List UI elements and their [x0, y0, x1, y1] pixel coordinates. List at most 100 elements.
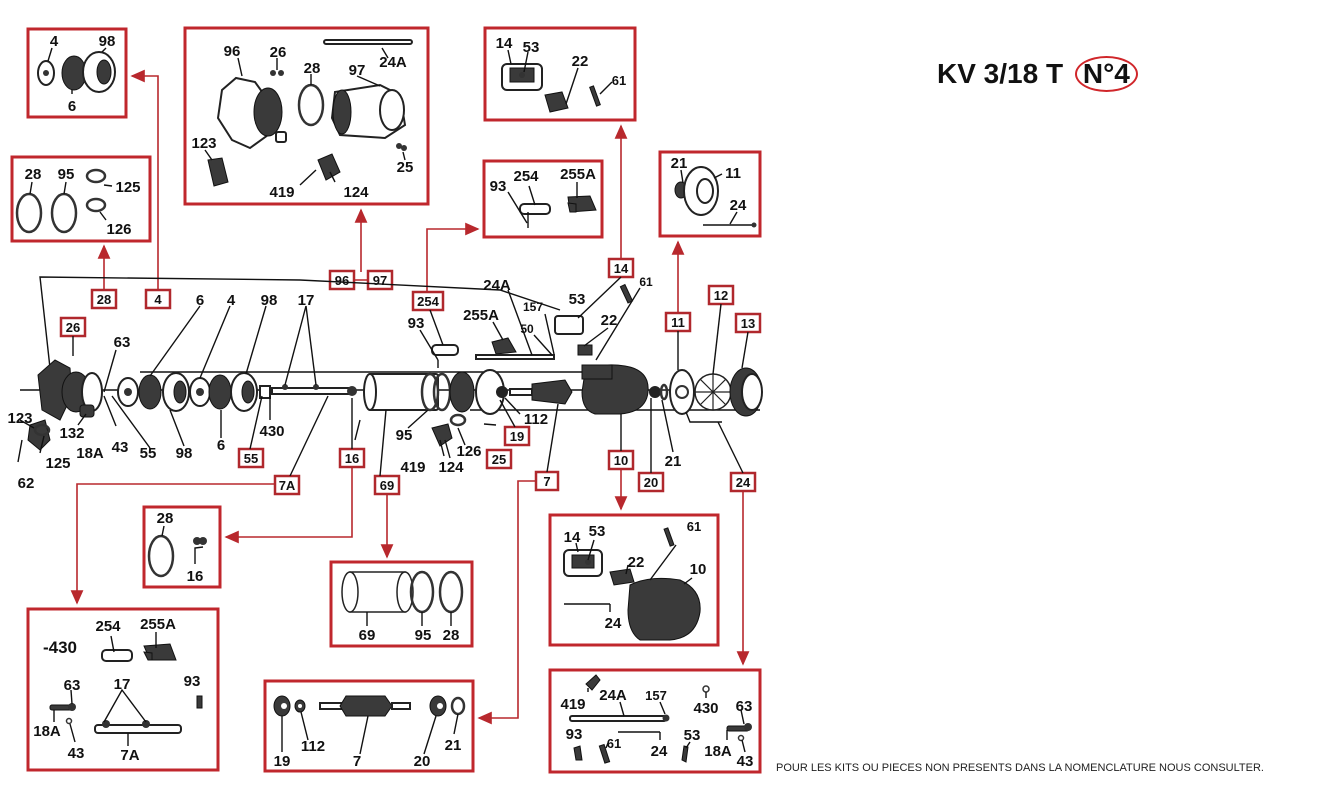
main-assembly: 6 4 98 17 63 123 132 18A 43 55 98 6 430 …	[7, 275, 763, 492]
kit-box-14[interactable]	[483, 26, 637, 122]
label-main-6b: 6	[217, 437, 225, 454]
tag-12[interactable]: 12	[707, 284, 735, 306]
svg-text:19: 19	[510, 429, 524, 444]
label-k24-43: 43	[737, 753, 754, 770]
label-k24-24A: 24A	[599, 687, 627, 704]
svg-text:12: 12	[714, 288, 728, 303]
label-k28-125: 125	[115, 179, 140, 196]
label-k24-61: 61	[607, 736, 621, 751]
svg-text:55: 55	[244, 451, 258, 466]
label-k7a-17: 17	[114, 676, 131, 693]
label-main-50: 50	[520, 322, 534, 336]
impeller-6-part-b	[208, 374, 232, 410]
tag-19[interactable]: 19	[503, 425, 531, 447]
nut-16-part	[347, 386, 357, 396]
label-k7-19: 19	[274, 753, 291, 770]
label-main-93: 93	[408, 315, 425, 332]
tag-13[interactable]: 13	[734, 312, 762, 334]
gasket-126-part	[449, 413, 467, 427]
kit-24-contents: 419 24A 157 430 63 93 61 24 53 18A 43	[560, 674, 754, 770]
tag-16[interactable]: 16	[338, 447, 366, 469]
tag-55[interactable]: 55	[237, 447, 265, 469]
label-main-22: 22	[601, 312, 618, 329]
label-k96-26: 26	[270, 44, 287, 61]
kit-box-24[interactable]	[548, 668, 762, 774]
flange-11-part	[669, 369, 695, 415]
label-k7a-93: 93	[184, 673, 201, 690]
callout-lines	[70, 69, 750, 725]
tag-254[interactable]: 254	[411, 290, 445, 312]
valve-124-part	[431, 423, 453, 447]
label-k10-22: 22	[628, 554, 645, 571]
label-k24-419: 419	[560, 696, 585, 713]
callout-tags: 26 28 4 96 97 254 14 11 12 13 55 7A 16 6…	[59, 257, 762, 496]
svg-text:28: 28	[97, 292, 111, 307]
tag-97[interactable]: 97	[366, 269, 394, 291]
tag-14[interactable]: 14	[607, 257, 635, 279]
tag-4[interactable]: 4	[144, 288, 172, 310]
label-main-419: 419	[400, 459, 425, 476]
tie-rod-24A-part	[475, 354, 555, 360]
kit-box-96-97[interactable]	[183, 26, 430, 206]
kit-box-69[interactable]	[329, 560, 474, 648]
label-main-98b: 98	[176, 445, 193, 462]
kit-box-7[interactable]	[263, 679, 475, 773]
label-k10-53: 53	[589, 523, 606, 540]
tag-69[interactable]: 69	[373, 474, 401, 496]
kit-box-16[interactable]	[142, 505, 222, 589]
label-k96-28: 28	[304, 60, 321, 77]
label-k254-255A: 255A	[560, 166, 596, 183]
kit-11-contents: 21 11 24	[671, 155, 757, 228]
svg-text:14: 14	[614, 261, 629, 276]
kit-box-4[interactable]	[26, 27, 128, 119]
label-k254-254: 254	[513, 168, 539, 185]
tag-24[interactable]: 24	[729, 471, 757, 493]
tag-28[interactable]: 28	[90, 288, 118, 310]
kit-box-10[interactable]	[548, 513, 720, 647]
label-k24-430: 430	[693, 700, 718, 717]
svg-text:26: 26	[66, 320, 80, 335]
label-main-132: 132	[59, 425, 84, 442]
kit-box-28[interactable]	[10, 155, 152, 243]
label-main-123: 123	[7, 410, 32, 427]
cover-255A-part	[491, 337, 517, 355]
tag-11[interactable]: 11	[664, 311, 692, 333]
tag-25[interactable]: 25	[485, 448, 513, 470]
model-name: KV 3/18 T	[937, 58, 1064, 89]
sleeve-55-part	[259, 385, 271, 399]
label-k96-24A: 24A	[379, 54, 407, 71]
svg-text:13: 13	[741, 316, 755, 331]
label-main-255A: 255A	[463, 307, 499, 324]
label-k7-20: 20	[414, 753, 431, 770]
tag-7A[interactable]: 7A	[273, 474, 301, 496]
label-k69-28: 28	[443, 627, 460, 644]
label-k14-61: 61	[612, 73, 626, 88]
kit-box-11[interactable]	[658, 150, 762, 238]
svg-text:96: 96	[335, 273, 349, 288]
label-main-18A: 18A	[76, 445, 104, 462]
label-main-112: 112	[524, 411, 548, 428]
kit-box-254[interactable]	[482, 159, 604, 239]
label-k7a-43: 43	[68, 745, 85, 762]
label-k4-4: 4	[50, 33, 59, 50]
tag-26[interactable]: 26	[59, 316, 87, 338]
kit-7A-contents: 254 255A -430 63 17 93 18A 43 7A	[33, 616, 203, 764]
kit-14-contents: 14 53 22 61	[496, 35, 626, 113]
label-main-21: 21	[665, 453, 682, 470]
label-k24-53: 53	[684, 727, 701, 744]
kit-4-contents: 4 98 6	[37, 33, 116, 115]
kit-box-7A[interactable]	[26, 607, 220, 772]
svg-text:25: 25	[492, 452, 506, 467]
label-k28-126: 126	[106, 221, 131, 238]
tag-20[interactable]: 20	[637, 471, 665, 493]
label-k14-22: 22	[572, 53, 589, 70]
tag-96[interactable]: 96	[328, 269, 356, 291]
model-title: KV 3/18 T N°4	[937, 56, 1138, 92]
label-main-43: 43	[112, 439, 129, 456]
tag-7[interactable]: 7	[534, 470, 560, 492]
tag-10[interactable]: 10	[607, 449, 635, 471]
label-main-4: 4	[227, 292, 236, 309]
label-k11-11: 11	[725, 165, 741, 182]
label-main-17: 17	[298, 292, 315, 309]
label-main-62: 62	[18, 475, 35, 492]
